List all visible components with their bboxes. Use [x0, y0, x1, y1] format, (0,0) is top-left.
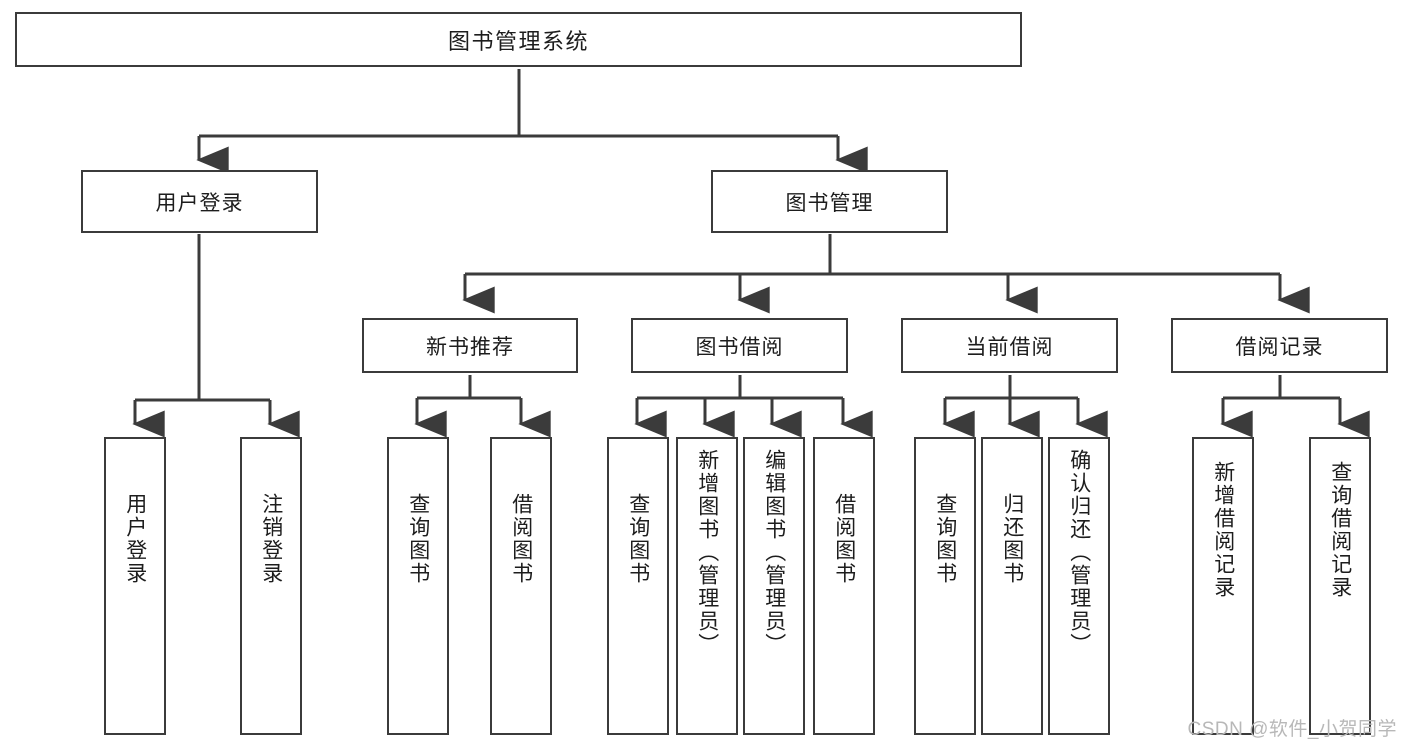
node-label: 查询借阅记录	[1328, 461, 1352, 599]
node-label: 用户登录	[155, 191, 244, 215]
leaf-logout[interactable]: 注销登录	[240, 437, 302, 735]
node-label: 查询图书	[406, 493, 430, 585]
node-label: 用户登录	[123, 493, 147, 585]
leaf-return-book[interactable]: 归还图书	[981, 437, 1043, 735]
watermark: CSDN @软件_小贺同学	[1187, 719, 1397, 740]
node-label: 归还图书	[1000, 493, 1024, 585]
leaf-confirm-return[interactable]: 确认归还（管理员）	[1048, 437, 1110, 735]
node-label: 查询图书	[626, 493, 650, 585]
leaf-query-book-current[interactable]: 查询图书	[914, 437, 976, 735]
node-label: 新书推荐	[426, 335, 514, 359]
leaf-query-borrow-record[interactable]: 查询借阅记录	[1309, 437, 1371, 735]
leaf-query-book-borrow[interactable]: 查询图书	[607, 437, 669, 735]
node-label: 借阅图书	[832, 493, 856, 585]
node-book-borrow[interactable]: 图书借阅	[631, 318, 848, 373]
node-label: 图书管理系统	[447, 28, 589, 54]
leaf-borrow-book-recommend[interactable]: 借阅图书	[490, 437, 552, 735]
leaf-borrow-book[interactable]: 借阅图书	[813, 437, 875, 735]
node-borrow-record[interactable]: 借阅记录	[1171, 318, 1388, 373]
node-label: 图书借阅	[695, 335, 784, 359]
node-book-manage[interactable]: 图书管理	[711, 170, 948, 233]
node-current-borrow[interactable]: 当前借阅	[901, 318, 1118, 373]
node-label: 借阅记录	[1235, 335, 1324, 359]
leaf-user-login[interactable]: 用户登录	[104, 437, 166, 735]
leaf-add-borrow-record[interactable]: 新增借阅记录	[1192, 437, 1254, 735]
node-label: 查询图书	[933, 493, 957, 585]
node-label: 当前借阅	[965, 335, 1054, 359]
node-new-book-recommend[interactable]: 新书推荐	[362, 318, 578, 373]
node-label: 新增图书（管理员）	[695, 449, 719, 656]
node-label: 图书管理	[785, 191, 874, 215]
node-root-system[interactable]: 图书管理系统	[15, 12, 1022, 67]
node-label: 借阅图书	[509, 493, 533, 585]
leaf-add-book[interactable]: 新增图书（管理员）	[676, 437, 738, 735]
node-label: 注销登录	[259, 493, 283, 585]
node-user-login[interactable]: 用户登录	[81, 170, 318, 233]
node-label: 新增借阅记录	[1211, 461, 1235, 599]
node-label: 编辑图书（管理员）	[762, 449, 786, 656]
leaf-edit-book[interactable]: 编辑图书（管理员）	[743, 437, 805, 735]
node-label: 确认归还（管理员）	[1067, 449, 1091, 656]
leaf-query-book-recommend[interactable]: 查询图书	[387, 437, 449, 735]
